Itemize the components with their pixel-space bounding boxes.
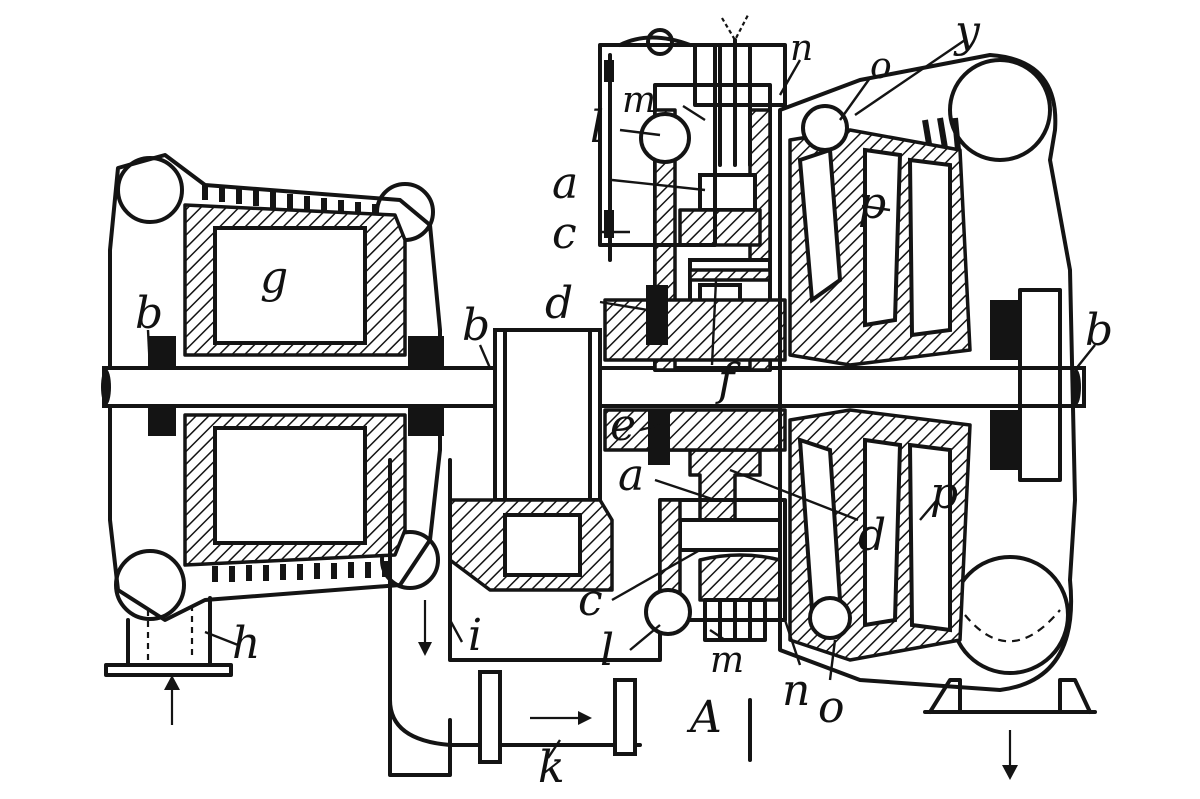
label-l-bottom: l <box>600 625 614 676</box>
label-a-bottom: a <box>618 450 644 501</box>
label-c-bottom: c <box>578 575 603 626</box>
label-e: e <box>610 400 636 451</box>
leader-lines <box>146 39 1096 759</box>
label-y: y <box>953 6 981 57</box>
coupling-block <box>388 328 662 777</box>
label-A: A <box>686 692 722 743</box>
label-d-top: d <box>545 278 573 329</box>
label-p-top: p <box>858 178 886 229</box>
label-b-right: b <box>1085 305 1113 356</box>
label-n-top: n <box>790 28 813 69</box>
label-m-top: m <box>622 80 656 121</box>
label-h: h <box>232 618 260 669</box>
label-n-bottom: n <box>782 665 810 716</box>
label-i: i <box>468 610 482 661</box>
generator-bottom-fins <box>212 561 388 582</box>
label-o-bottom: o <box>818 682 845 733</box>
combustion-chamber-assembly <box>598 14 787 762</box>
part-labels: a c d l m n o y p g b b b f e a d p c l … <box>135 6 1113 793</box>
label-l-top: l <box>590 102 604 153</box>
turbine-wheel <box>778 53 1097 780</box>
label-o-top: o <box>870 46 892 87</box>
label-c-top: c <box>552 208 577 259</box>
label-g: g <box>260 252 288 303</box>
label-m-bottom: m <box>710 640 744 681</box>
label-k: k <box>538 742 565 793</box>
generator-housing <box>104 153 444 725</box>
label-b-left: b <box>135 288 163 339</box>
label-b-mid: b <box>462 300 490 351</box>
label-d-bottom: d <box>858 510 886 561</box>
label-a-top: a <box>552 158 578 209</box>
label-p-bottom: p <box>930 468 958 519</box>
